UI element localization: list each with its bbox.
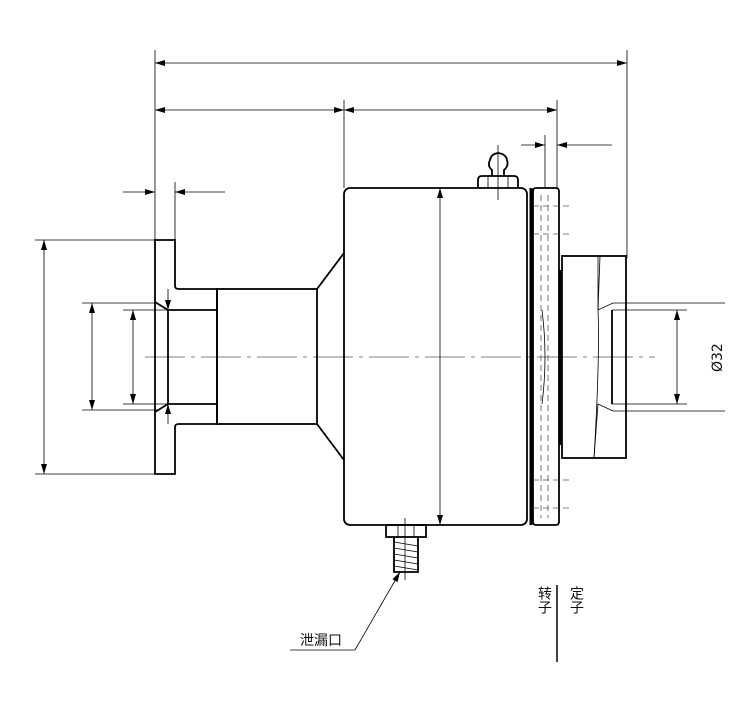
leak-port-label: 泄漏口	[300, 633, 342, 649]
rotor-label: 转子	[536, 586, 552, 614]
stator-label: 定子	[568, 586, 584, 614]
housing-body	[343, 187, 528, 526]
inlet-flange	[154, 239, 345, 475]
leak-port	[290, 518, 427, 651]
outlet-flange	[558, 255, 627, 459]
grease-nipple	[477, 145, 519, 200]
bore-diameter-dimension: Ø32	[612, 302, 726, 412]
rotor-plate	[529, 187, 570, 526]
left-dimensions	[35, 239, 171, 475]
diameter-label: Ø32	[710, 343, 726, 372]
top-dimensions	[123, 50, 628, 258]
